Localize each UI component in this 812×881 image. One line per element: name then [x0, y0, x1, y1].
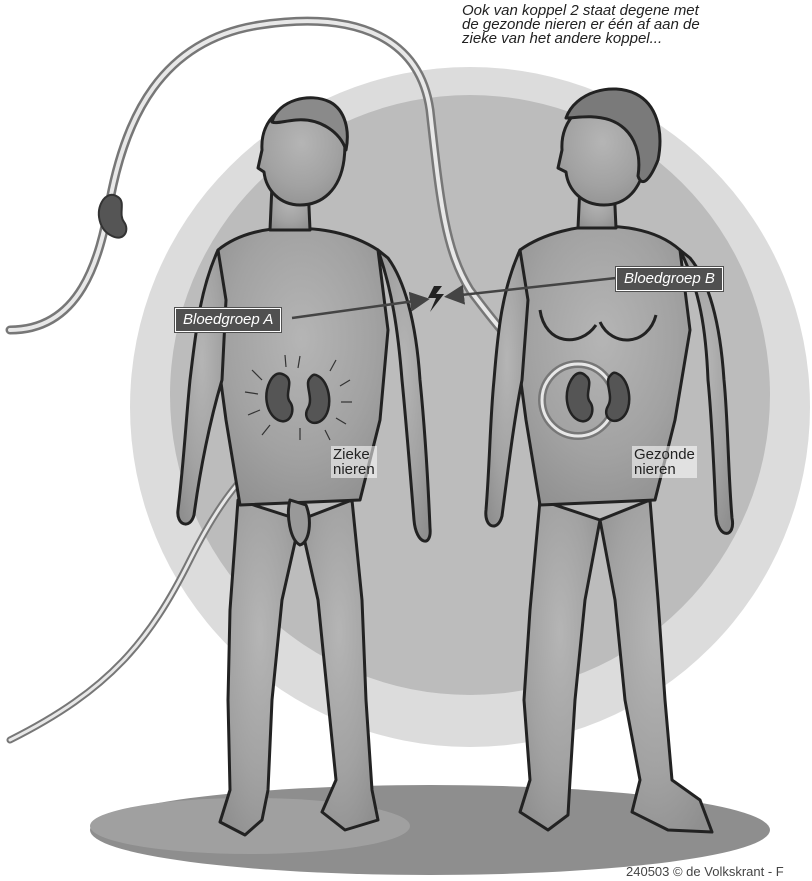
blood-group-b-label: Bloedgroep B [616, 267, 723, 291]
healthy-kidneys-label: Gezonde nieren [632, 446, 697, 478]
sick-kidneys-label: Zieke nieren [331, 446, 377, 478]
sick-kidney-left [266, 374, 292, 422]
credit-line: 240503 © de Volkskrant - F [626, 864, 784, 880]
caption-text: Ook van koppel 2 staat degene met de gez… [462, 4, 802, 46]
blood-group-a-label: Bloedgroep A [175, 308, 281, 332]
healthy-kidney-left [567, 373, 593, 421]
